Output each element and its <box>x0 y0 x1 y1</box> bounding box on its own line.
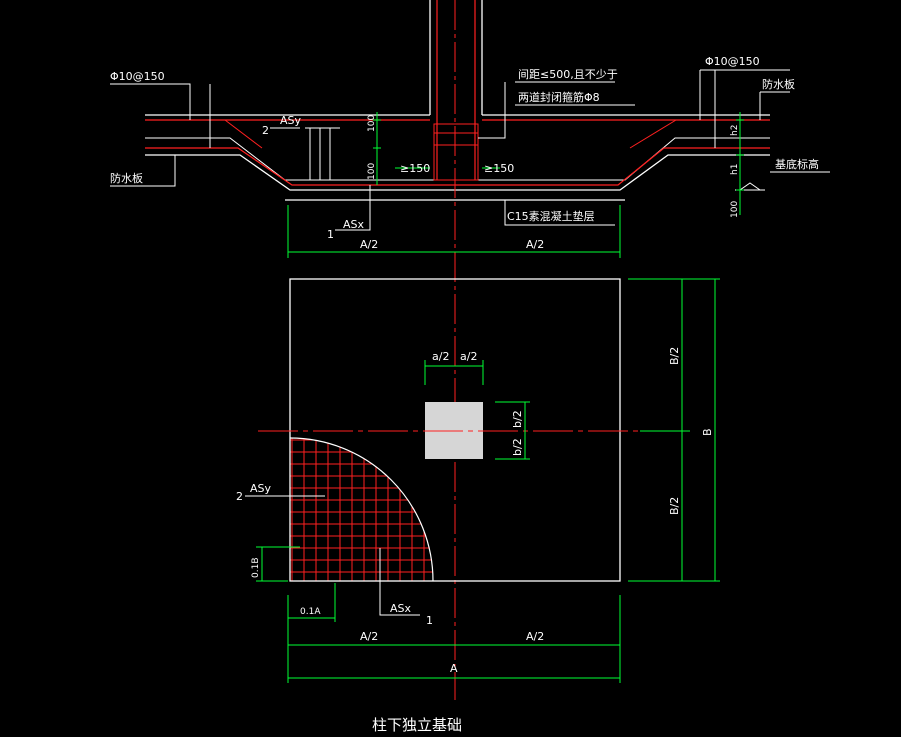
footing-outline <box>289 278 621 582</box>
label-plan-asx-num: 1 <box>426 614 433 627</box>
label-half-a-right: A/2 <box>526 238 544 251</box>
label-right-rebar: Φ10@150 <box>705 55 760 68</box>
label-note-line2: 两道封闭箍筋Φ8 <box>518 90 600 104</box>
label-half-a-left: A/2 <box>360 238 378 251</box>
label-left-rebar: Φ10@150 <box>110 70 165 83</box>
section-view <box>110 0 830 700</box>
label-B2-top: B/2 <box>668 347 681 365</box>
label-note-line1: 间距≤500,且不少于 <box>518 68 618 81</box>
label-A: A <box>450 662 458 675</box>
label-a2-left: a/2 <box>432 350 449 363</box>
label-dim-01A: 0.1A <box>300 607 321 617</box>
label-base-level: 基底标高 <box>775 157 819 171</box>
label-B2-bottom: B/2 <box>668 497 681 515</box>
label-h1: h1 <box>730 164 740 175</box>
label-asx-num: 1 <box>327 228 334 241</box>
label-dim-100a: 100 <box>367 115 377 132</box>
label-cushion: C15素混凝土垫层 <box>507 209 595 223</box>
label-ge150-left: ≥150 <box>400 162 430 175</box>
label-dim-01B: 0.1B <box>251 558 261 579</box>
label-plan-asy: ASy <box>250 482 272 495</box>
drawing-title: 柱下独立基础 <box>372 716 462 734</box>
label-dim-100c: 100 <box>730 201 740 218</box>
label-asx: ASx <box>343 218 365 231</box>
rebar-grid <box>290 438 433 581</box>
label-plan-asx: ASx <box>390 602 412 615</box>
label-right-board: 防水板 <box>762 77 795 91</box>
label-B: B <box>701 428 714 436</box>
plan-view <box>245 278 720 683</box>
label-plan-asy-num: 2 <box>236 490 243 503</box>
label-dim-100b: 100 <box>367 163 377 180</box>
label-asy: ASy <box>280 114 302 127</box>
label-asy-num: 2 <box>262 124 269 137</box>
label-A2-right: A/2 <box>526 630 544 643</box>
label-left-board: 防水板 <box>110 171 143 185</box>
label-h2: h2 <box>730 125 740 136</box>
label-b2-bottom: b/2 <box>511 438 524 456</box>
label-a2-right: a/2 <box>460 350 477 363</box>
label-b2-top: b/2 <box>511 410 524 428</box>
label-A2-left: A/2 <box>360 630 378 643</box>
label-ge150-right: ≥150 <box>484 162 514 175</box>
